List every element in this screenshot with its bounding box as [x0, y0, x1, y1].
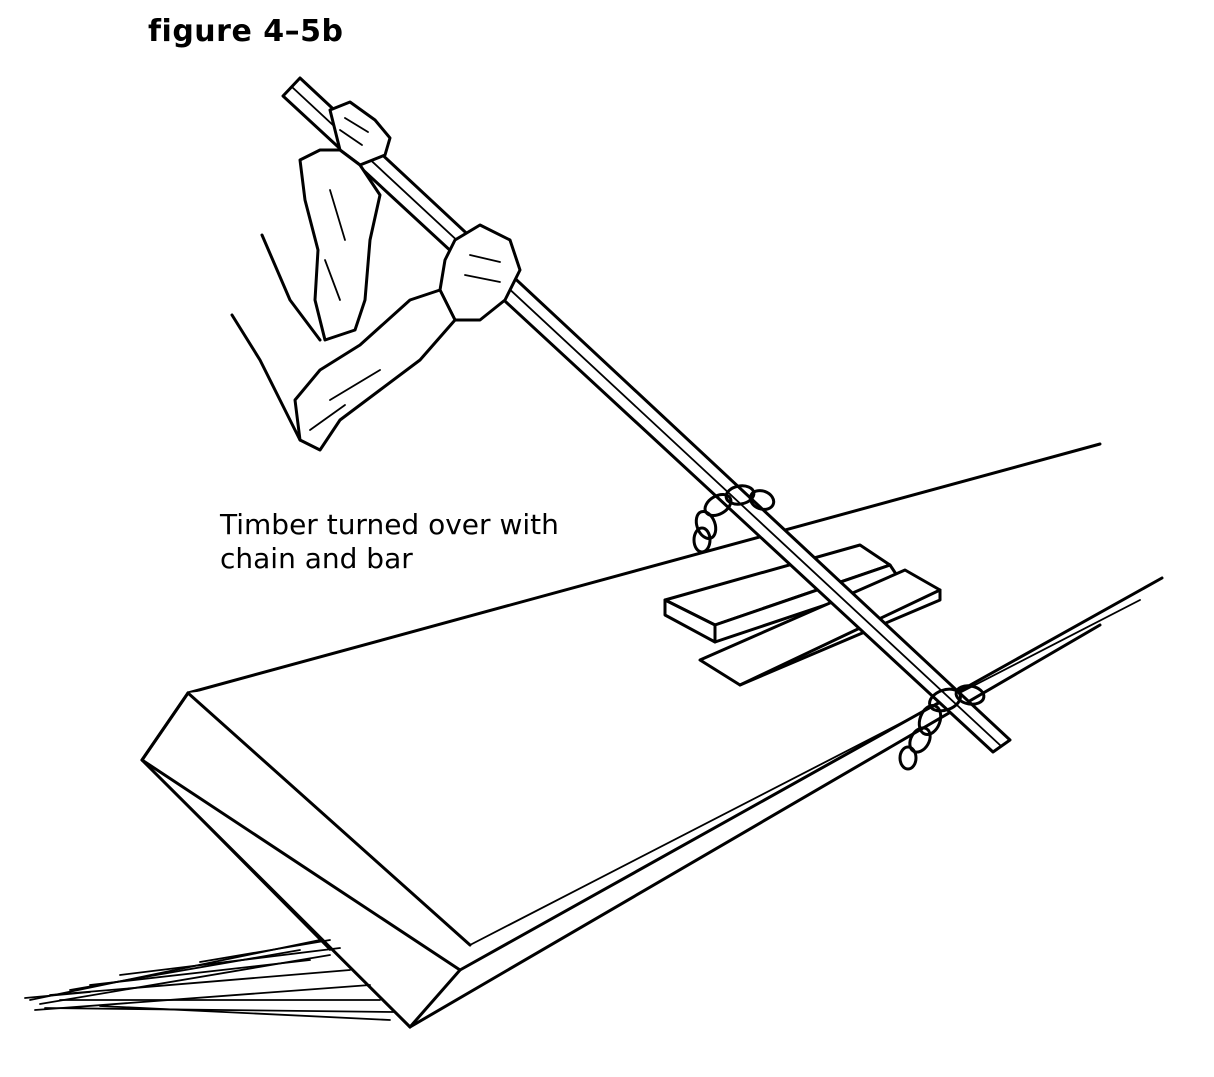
caption-line-2: chain and bar [220, 542, 413, 575]
worker-arms [230, 100, 522, 452]
wood-shavings [24, 939, 396, 1021]
chain-upper [692, 484, 776, 554]
chain-lower [898, 684, 986, 771]
support-blocks [663, 543, 942, 687]
timber-beam [140, 442, 1164, 1029]
figure-caption: Timber turned over with chain and bar [220, 508, 620, 576]
caption-line-1: Timber turned over with [220, 508, 559, 541]
figure-label: figure 4–5b [148, 14, 344, 49]
